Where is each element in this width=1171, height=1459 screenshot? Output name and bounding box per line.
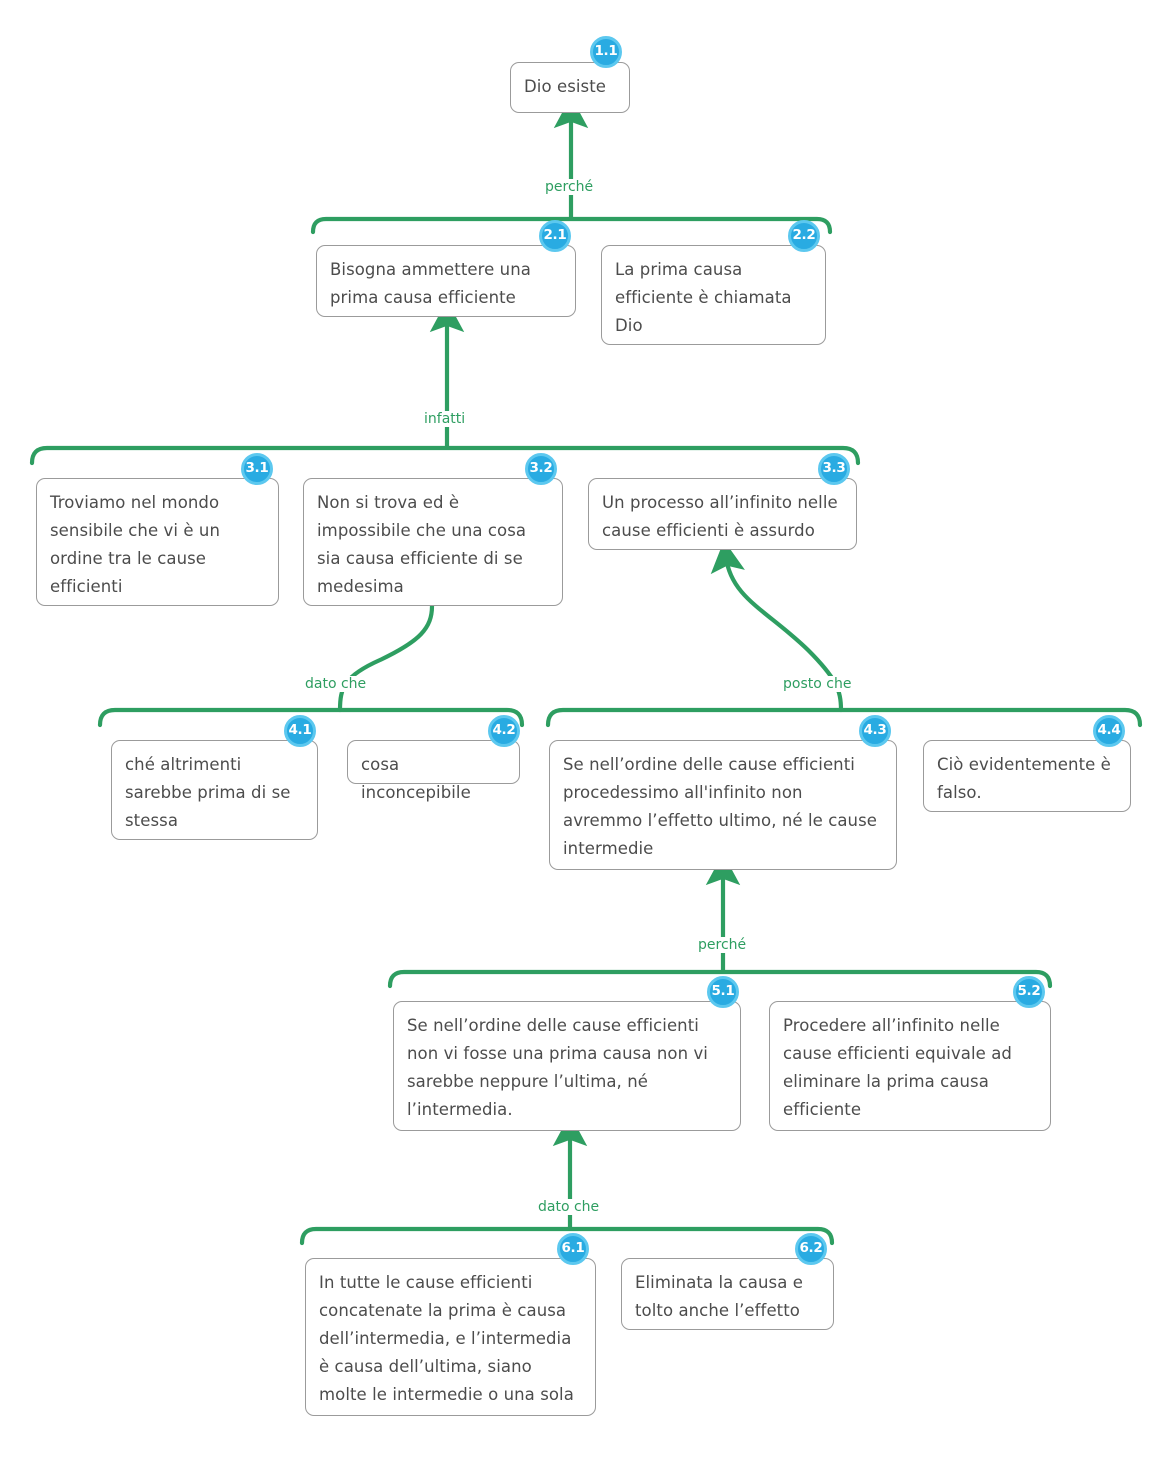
node-4-1[interactable]: ché altrimenti sarebbe prima di se stess…	[111, 740, 318, 840]
node-badge-4-2[interactable]: 4.2	[488, 715, 520, 747]
node-badge-4-3[interactable]: 4.3	[859, 715, 891, 747]
node-3-1-text: Troviamo nel mondo sensibile che vi è un…	[50, 493, 220, 596]
node-3-2-text: Non si trova ed è impossibile che una co…	[317, 493, 527, 596]
node-5-2-text: Procedere all’infinito nelle cause effic…	[783, 1016, 1012, 1119]
node-1-1[interactable]: Dio esiste	[510, 62, 630, 113]
node-badge-6-1[interactable]: 6.1	[557, 1233, 589, 1265]
node-5-1-text: Se nell’ordine delle cause efficienti no…	[407, 1016, 708, 1119]
node-badge-3-2[interactable]: 3.2	[525, 453, 557, 485]
node-1-1-text: Dio esiste	[524, 77, 607, 96]
connector-label-infatti: infatti	[420, 411, 470, 427]
node-4-1-text: ché altrimenti sarebbe prima di se stess…	[125, 755, 291, 830]
node-4-3[interactable]: Se nell’ordine delle cause efficienti pr…	[549, 740, 897, 870]
node-6-1[interactable]: In tutte le cause efficienti concatenate…	[305, 1258, 596, 1416]
node-2-2[interactable]: La prima causa efficiente è chiamata Dio	[601, 245, 826, 345]
node-badge-4-4[interactable]: 4.4	[1093, 715, 1125, 747]
node-badge-2-1[interactable]: 2.1	[539, 220, 571, 252]
node-4-3-text: Se nell’ordine delle cause efficienti pr…	[563, 755, 877, 858]
node-badge-6-2[interactable]: 6.2	[795, 1233, 827, 1265]
node-3-3[interactable]: Un processo all’infinito nelle cause eff…	[588, 478, 857, 550]
connector-group4a-to-3.2	[337, 603, 435, 713]
bracket-group-2	[310, 216, 833, 235]
node-badge-5-1[interactable]: 5.1	[707, 976, 739, 1008]
node-5-1[interactable]: Se nell’ordine delle cause efficienti no…	[393, 1001, 741, 1131]
connector-label-perche-1: perché	[541, 179, 598, 195]
node-3-2[interactable]: Non si trova ed è impossibile che una co…	[303, 478, 563, 606]
node-5-2[interactable]: Procedere all’infinito nelle cause effic…	[769, 1001, 1051, 1131]
node-badge-2-2[interactable]: 2.2	[788, 220, 820, 252]
connector-label-dato-che-1: dato che	[301, 676, 371, 692]
node-6-2[interactable]: Eliminata la causa e tolto anche l’effet…	[621, 1258, 834, 1330]
node-6-1-text: In tutte le cause efficienti concatenate…	[319, 1273, 574, 1404]
node-6-2-text: Eliminata la causa e tolto anche l’effet…	[635, 1273, 803, 1320]
node-badge-5-2[interactable]: 5.2	[1013, 976, 1045, 1008]
node-4-4-text: Ciò evidentemente è falso.	[937, 755, 1111, 802]
connector-label-posto-che: posto che	[779, 676, 856, 692]
node-4-2-text: cosa inconcepibile	[361, 755, 471, 802]
node-badge-4-1[interactable]: 4.1	[284, 715, 316, 747]
node-2-1-text: Bisogna ammettere una prima causa effici…	[330, 260, 531, 307]
node-badge-1-1[interactable]: 1.1	[590, 36, 622, 68]
connector-label-perche-2: perché	[694, 937, 751, 953]
node-2-2-text: La prima causa efficiente è chiamata Dio	[615, 260, 792, 335]
node-4-4[interactable]: Ciò evidentemente è falso.	[923, 740, 1131, 812]
node-4-2[interactable]: cosa inconcepibile	[347, 740, 520, 802]
node-2-1[interactable]: Bisogna ammettere una prima causa effici…	[316, 245, 576, 317]
bracket-group-3	[29, 445, 861, 466]
node-badge-3-1[interactable]: 3.1	[241, 453, 273, 485]
connector-label-dato-che-2: dato che	[534, 1199, 604, 1215]
bracket-group-4b	[545, 707, 1143, 728]
node-badge-3-3[interactable]: 3.3	[818, 453, 850, 485]
node-3-3-text: Un processo all’infinito nelle cause eff…	[602, 493, 838, 540]
node-3-1[interactable]: Troviamo nel mondo sensibile che vi è un…	[36, 478, 279, 606]
